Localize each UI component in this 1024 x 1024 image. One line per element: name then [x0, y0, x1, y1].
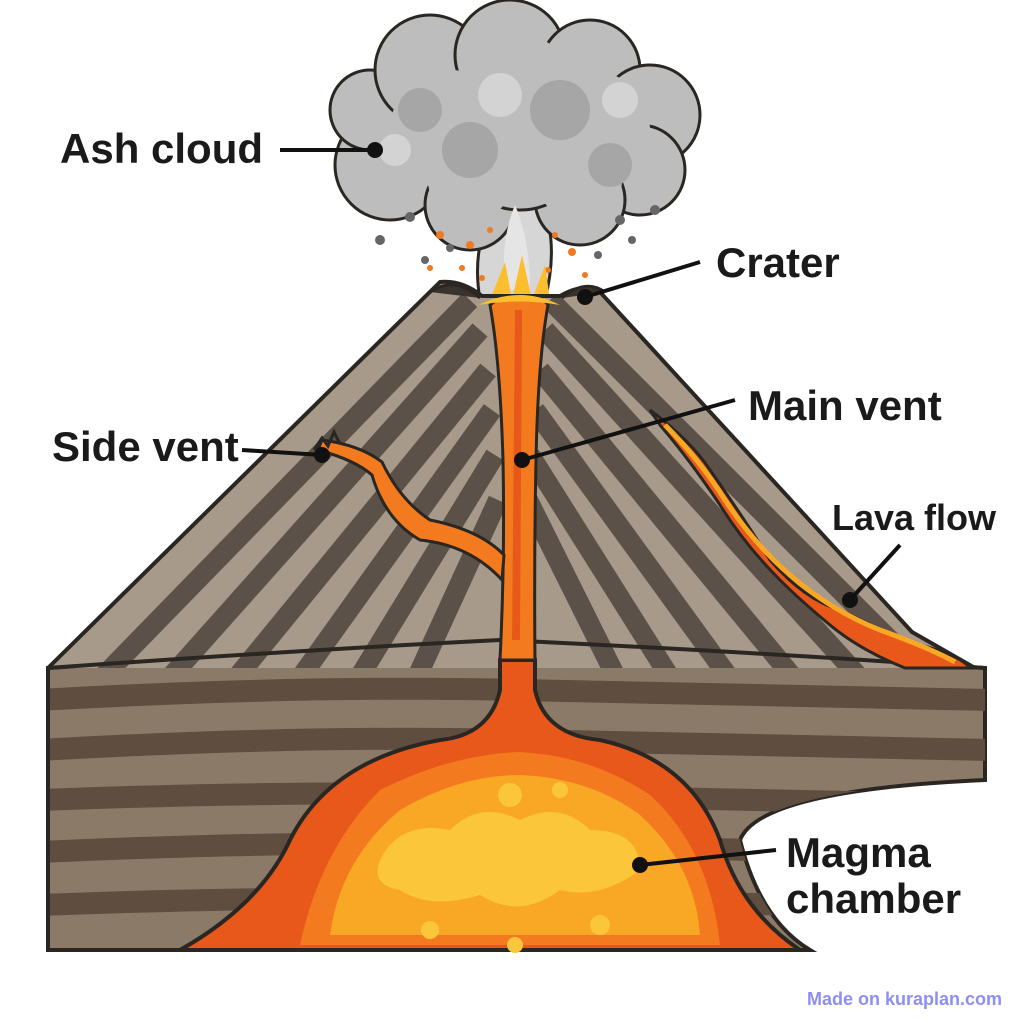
label-crater: Crater: [716, 239, 840, 286]
main-vent: [478, 295, 560, 662]
label-magma-line2: chamber: [786, 875, 962, 922]
side-vent: [312, 428, 506, 584]
watermark: Made on kuraplan.com: [806, 989, 1002, 1009]
label-main-vent: Main vent: [748, 382, 942, 429]
magma-bubbles: [377, 782, 640, 953]
leader-lines: [241, 142, 902, 873]
lava-flow: [648, 408, 974, 670]
ejecta: [375, 205, 660, 300]
ash-cloud: [328, 0, 702, 302]
magma-chamber: [172, 658, 807, 953]
label-lava-flow: Lava flow: [832, 497, 997, 538]
label-magma-line1: Magma: [786, 829, 931, 876]
label-ash-cloud: Ash cloud: [60, 125, 264, 172]
label-side-vent: Side vent: [52, 423, 239, 470]
